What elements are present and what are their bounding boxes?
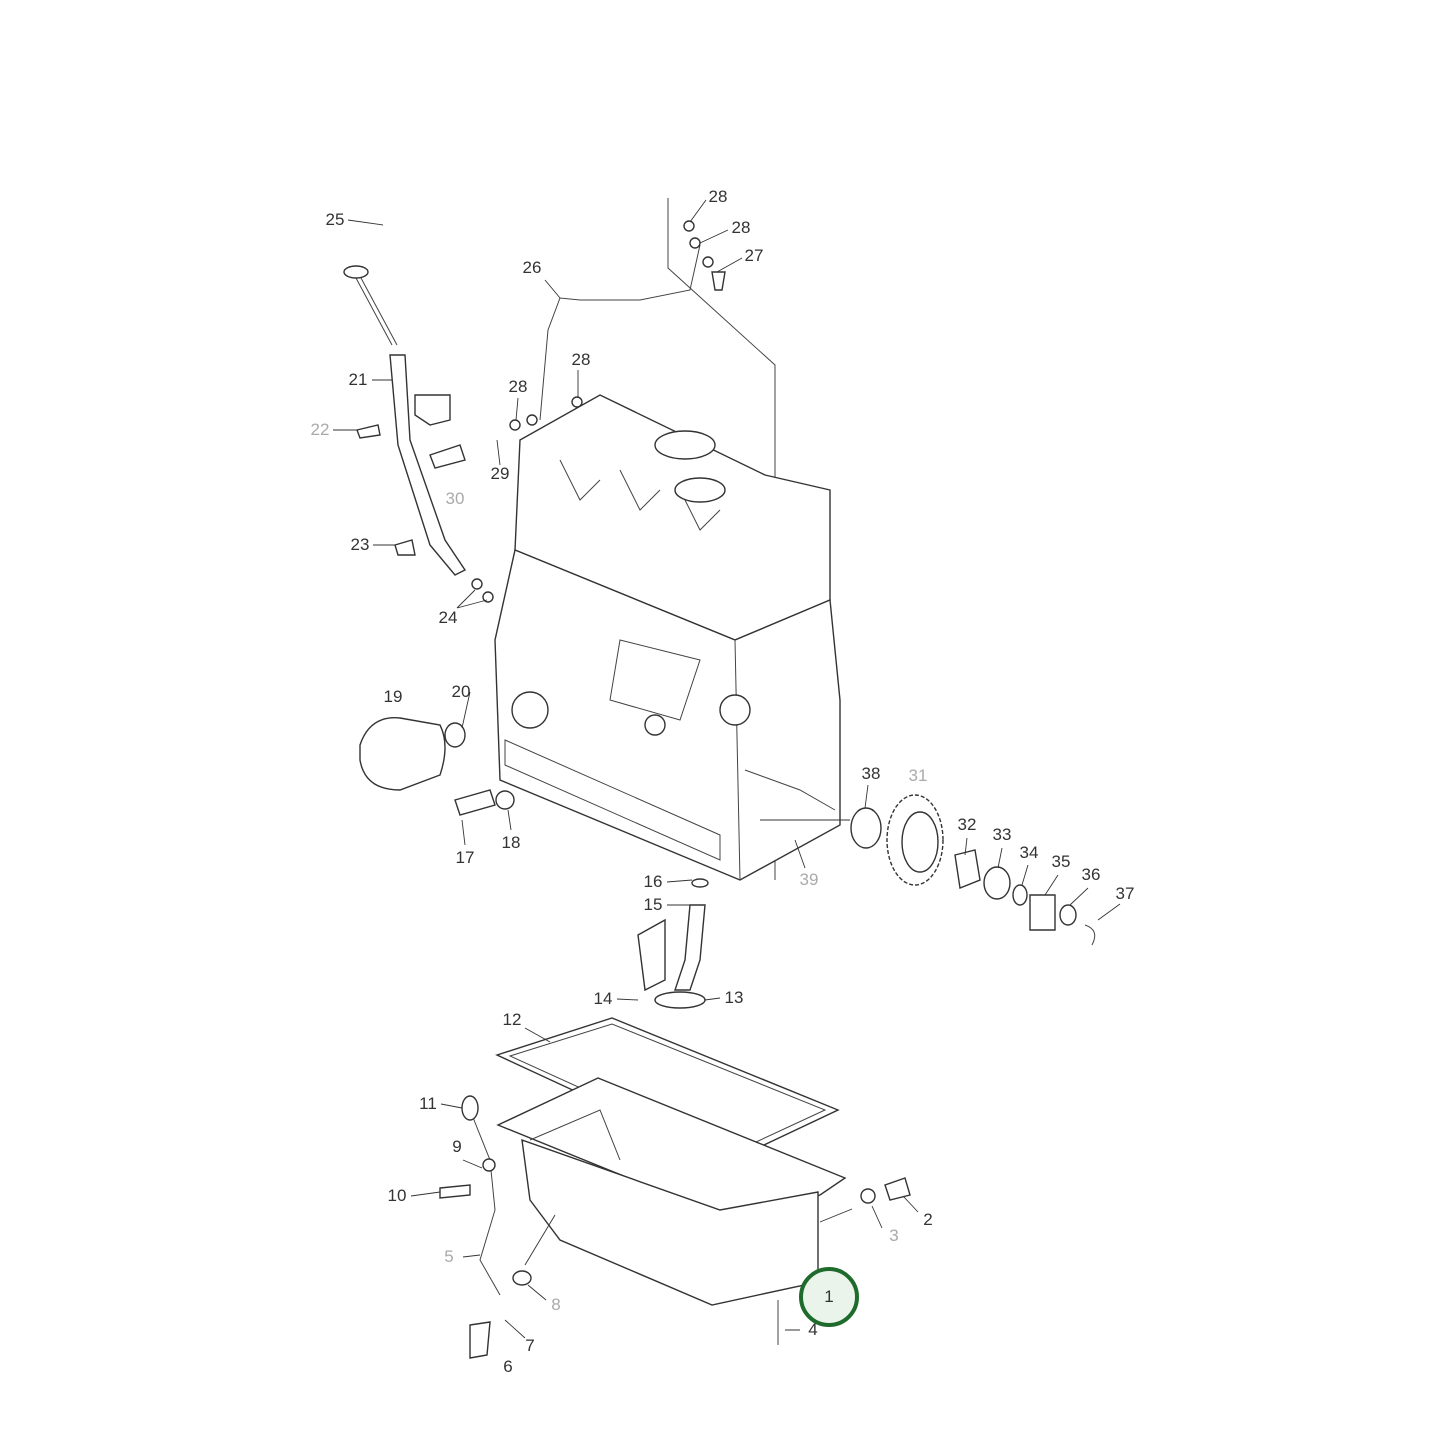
callout-22[interactable]: 22 [310, 420, 330, 439]
oil-filter [359, 717, 515, 816]
oil-pickup [637, 878, 709, 1009]
callout-3[interactable]: 3 [889, 1226, 899, 1245]
fasteners [356, 220, 726, 1199]
callout-1-highlighted[interactable]: 1 [824, 1287, 834, 1306]
callout-38[interactable]: 38 [861, 764, 881, 783]
dipstick [343, 265, 467, 576]
oil-pan [496, 1077, 847, 1306]
callout-5[interactable]: 5 [444, 1247, 454, 1266]
callout-37[interactable]: 37 [1115, 884, 1135, 903]
callout-39[interactable]: 39 [799, 870, 819, 889]
gear-assembly [760, 794, 1096, 946]
callout-28[interactable]: 28 [731, 218, 751, 237]
callout-21[interactable]: 21 [348, 370, 368, 389]
callout-19[interactable]: 19 [383, 687, 403, 706]
callout-26[interactable]: 26 [522, 258, 542, 277]
callout-28[interactable]: 28 [571, 350, 591, 369]
callout-18[interactable]: 18 [501, 833, 521, 852]
callout-13[interactable]: 13 [724, 988, 744, 1007]
callout-8[interactable]: 8 [551, 1295, 561, 1314]
callout-6[interactable]: 6 [503, 1357, 513, 1376]
callout-23[interactable]: 23 [350, 535, 370, 554]
callout-32[interactable]: 32 [957, 815, 977, 834]
callout-9[interactable]: 9 [452, 1137, 462, 1156]
callout-7[interactable]: 7 [525, 1336, 535, 1355]
callout-16[interactable]: 16 [643, 872, 663, 891]
callout-34[interactable]: 34 [1019, 843, 1039, 862]
engine-block [494, 549, 841, 881]
callout-4[interactable]: 4 [808, 1320, 818, 1339]
callout-12[interactable]: 12 [502, 1010, 522, 1029]
callout-25[interactable]: 25 [325, 210, 345, 229]
callout-29[interactable]: 29 [490, 464, 510, 483]
callout-33[interactable]: 33 [992, 825, 1012, 844]
callout-24[interactable]: 24 [438, 608, 458, 627]
callout-27[interactable]: 27 [744, 246, 764, 265]
callout-10[interactable]: 10 [387, 1186, 407, 1205]
callout-20[interactable]: 20 [451, 682, 471, 701]
callout-28[interactable]: 28 [708, 187, 728, 206]
dipstick-tube [469, 1109, 501, 1296]
highlight-ring [799, 1267, 859, 1327]
oil-pipe [539, 244, 701, 421]
callout-14[interactable]: 14 [593, 989, 613, 1008]
callout-2[interactable]: 2 [923, 1210, 933, 1229]
callout-11[interactable]: 11 [419, 1094, 437, 1113]
callout-28[interactable]: 28 [508, 377, 528, 396]
callout-15[interactable]: 15 [643, 895, 663, 914]
callout-35[interactable]: 35 [1051, 852, 1071, 871]
callout-17[interactable]: 17 [455, 848, 475, 867]
callout-36[interactable]: 36 [1081, 865, 1101, 884]
callout-30[interactable]: 30 [445, 489, 465, 508]
callout-31[interactable]: 31 [908, 766, 928, 785]
